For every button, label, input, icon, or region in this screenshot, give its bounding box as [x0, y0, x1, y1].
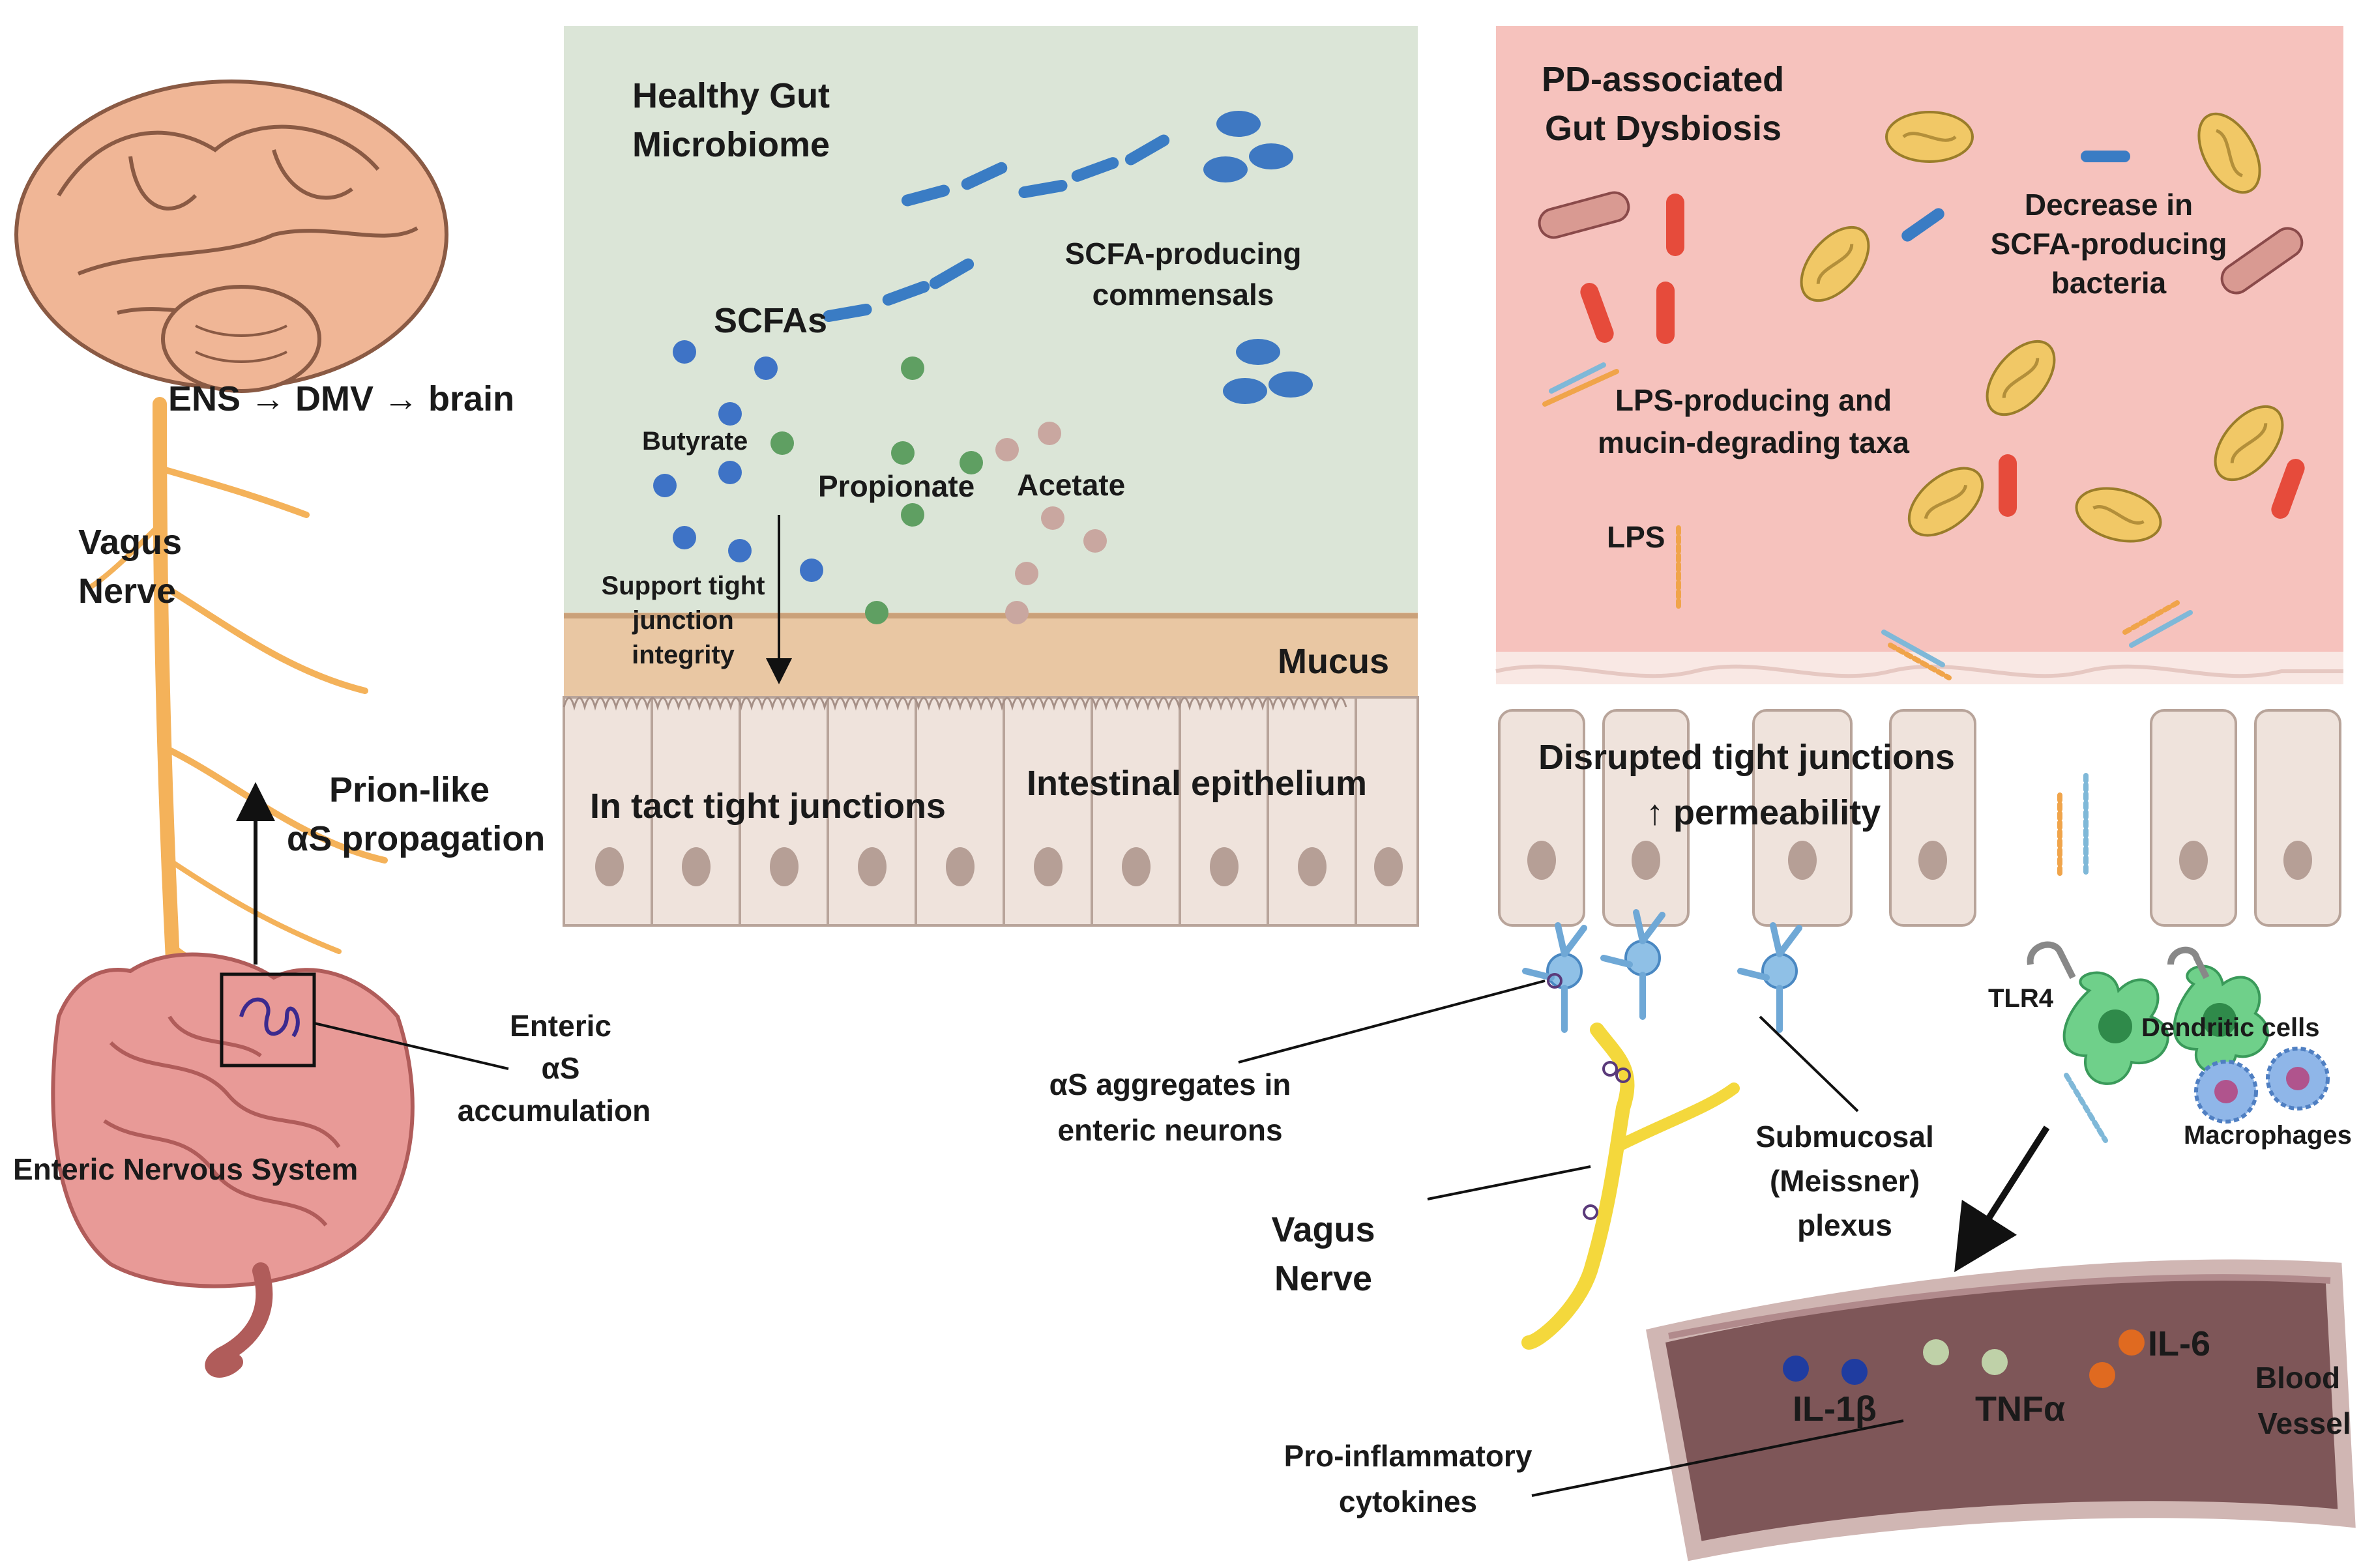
vagus-nerve-label-2: Nerve	[78, 572, 176, 611]
enteric-system-label: Enteric Nervous System	[13, 1152, 358, 1186]
blood-vessel-label-1: Blood	[2255, 1361, 2340, 1395]
cytokine-arrow	[1954, 1125, 2050, 1273]
support-label-1: Support tight	[601, 572, 765, 600]
lps-taxa-label-2: mucin-degrading taxa	[1598, 426, 1909, 459]
butyrate-label: Butyrate	[642, 427, 748, 456]
decrease-label-3: bacteria	[2051, 266, 2167, 300]
scfa-molecules	[653, 340, 1107, 624]
dendritic-label: Dendritic cells	[2141, 1013, 2319, 1042]
aggregates-label-2: enteric neurons	[1057, 1113, 1282, 1147]
propagation-label-1: Prion-like	[329, 770, 490, 809]
cytokines-label-1: Pro-inflammatory	[1284, 1439, 1532, 1473]
vagus-nerve-illustration	[89, 397, 388, 1032]
macrophages-label: Macrophages	[2184, 1121, 2352, 1150]
axis-path-label: ENS → DMV → brain	[168, 379, 514, 418]
propagation-label-2: αS propagation	[287, 819, 545, 858]
submucosal-label-1: Submucosal	[1755, 1120, 1934, 1154]
dysbiosis-title-1: PD-associated	[1542, 60, 1784, 99]
enteric-label-3: accumulation	[458, 1094, 651, 1127]
commensals-label-2: commensals	[1093, 278, 1274, 312]
vagus-right-label-2: Nerve	[1274, 1259, 1372, 1298]
healthy-title-2: Microbiome	[632, 125, 830, 164]
decrease-label-2: SCFA-producing	[1991, 227, 2227, 261]
acetate-label: Acetate	[1017, 468, 1125, 502]
il6-label: IL-6	[2148, 1324, 2210, 1363]
lps-taxa-label-1: LPS-producing and	[1615, 383, 1892, 417]
blood-vessel-label-2: Vessel	[2257, 1406, 2351, 1440]
tight-junctions-label: In tact tight junctions	[590, 787, 946, 826]
enteric-label-1: Enteric	[510, 1009, 611, 1043]
decrease-label-1: Decrease in	[2025, 188, 2193, 222]
enteric-label-2: αS	[542, 1051, 580, 1085]
intestine-illustration	[51, 952, 415, 1378]
tlr4-label: TLR4	[1988, 984, 2054, 1013]
enteric-neurons-illustration	[1521, 912, 1799, 1350]
disrupted-label-1: Disrupted tight junctions	[1538, 738, 1955, 777]
cytokines-label-2: cytokines	[1339, 1485, 1477, 1518]
immune-cells	[2027, 941, 2328, 1122]
mucus-label: Mucus	[1278, 642, 1389, 681]
il1b-label: IL-1β	[1793, 1389, 1877, 1429]
submucosal-label-2: (Meissner)	[1770, 1164, 1920, 1198]
aggregates-label-1: αS aggregates in	[1049, 1067, 1291, 1101]
enteric-zoom-box	[220, 972, 509, 1070]
epithelium-label: Intestinal epithelium	[1027, 764, 1367, 803]
scfas-label: SCFAs	[714, 301, 827, 340]
brain-illustration	[14, 80, 448, 393]
dysbiosis-title-2: Gut Dysbiosis	[1545, 109, 1782, 148]
commensals-label-1: SCFA-producing	[1065, 237, 1302, 270]
propionate-label: Propionate	[818, 469, 975, 503]
tnfa-label: TNFα	[1975, 1389, 2065, 1429]
blood-vessel-illustration	[1645, 1259, 2356, 1561]
healthy-gut-panel	[563, 26, 1419, 927]
disrupted-label-2: ↑ permeability	[1646, 793, 1881, 832]
lps-label: LPS	[1607, 520, 1665, 554]
vagus-nerve-label-1: Vagus	[78, 523, 182, 562]
support-label-3: integrity	[632, 641, 735, 669]
submucosal-label-3: plexus	[1797, 1208, 1892, 1242]
pointer-lines	[1238, 980, 1904, 1497]
support-label-2: junction	[632, 606, 734, 635]
healthy-title-1: Healthy Gut	[632, 76, 830, 115]
vagus-right-label-1: Vagus	[1271, 1210, 1375, 1249]
